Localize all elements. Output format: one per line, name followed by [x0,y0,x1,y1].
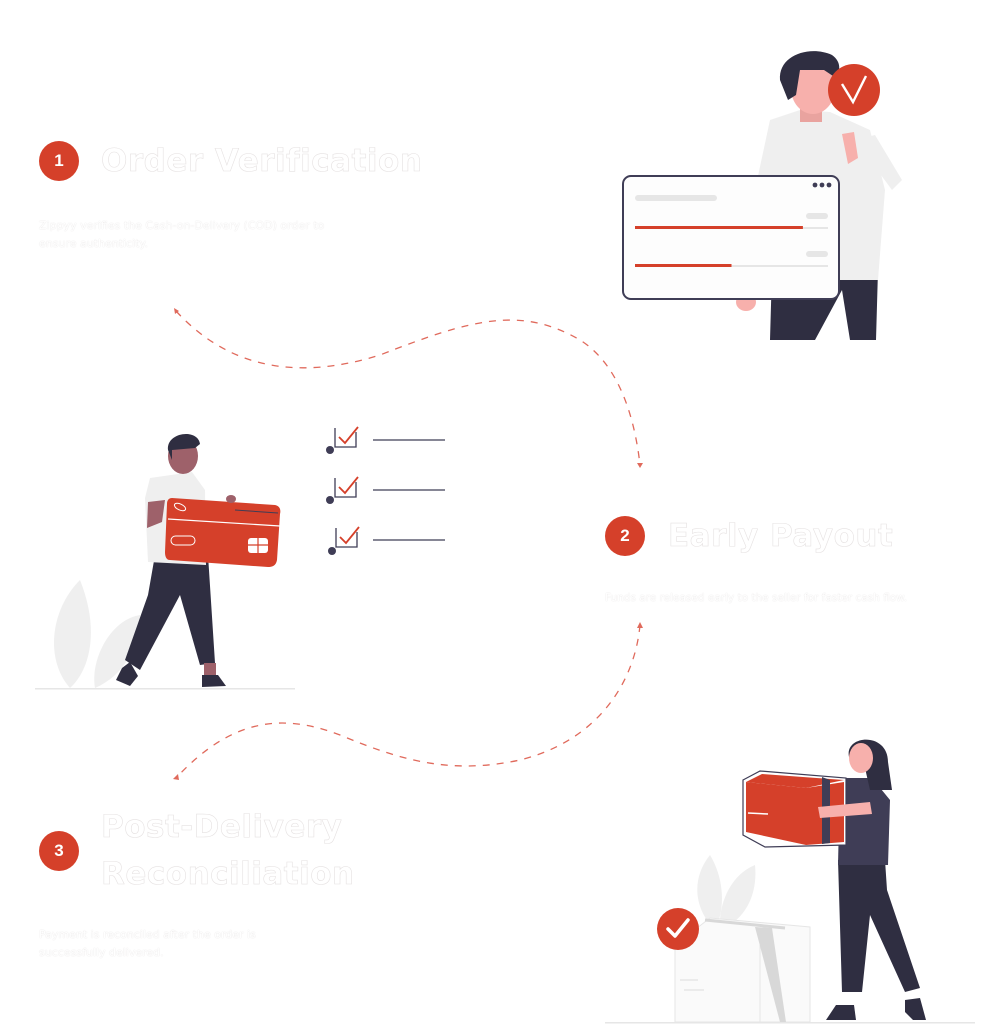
ground-line [605,1022,975,1024]
ground-line [35,688,295,690]
credit-card-icon [165,498,281,567]
verified-check-icon [828,64,880,116]
plant-leaf-right [94,615,140,688]
payout-illustration [35,426,445,690]
step-2-number: 2 [620,526,630,545]
step-2-title: Early Payout [668,518,894,555]
woman-shoe-right [905,998,926,1020]
step-3-title-line1: Post-Delivery [101,809,343,846]
step-1-description: Zippyy verifies the Cash-on-Delivery (CO… [39,219,325,250]
step-3-number: 3 [54,841,64,860]
progress-fill-2 [635,264,732,267]
man-ankle [204,663,216,675]
step-3-description: Payment is reconciled after the order is… [39,928,256,959]
man-arm [855,135,902,190]
checklist-item [326,476,445,504]
plant-leaf-left [53,580,91,688]
dashboard-label-1 [806,213,828,219]
step-2-badge: 2 [605,516,645,556]
reconciliation-illustration [605,739,975,1024]
woman-shirt [838,778,890,865]
delivered-check-icon [657,908,699,950]
man-pants [125,555,215,670]
dashboard-card [622,175,840,300]
man-hand-right [226,495,236,503]
arrow-head-bottom-end [173,774,179,780]
plant-leaf [697,855,722,930]
checklist-item [328,526,445,555]
window-dot [826,182,832,188]
check-icon [338,426,359,445]
step-1-number: 1 [54,151,64,170]
plant-leaf [719,865,756,930]
step-2-description: Funds are released early to the seller f… [605,592,908,604]
checklist-item [326,426,445,454]
man-face [791,62,835,114]
window-dot [819,182,825,188]
man-arm-left [147,500,165,528]
dashboard-label-2 [806,251,828,257]
man-hair [779,51,840,100]
delivered-box [674,917,811,1023]
man-hair [167,433,200,460]
checklist [326,426,445,555]
check-icon [339,526,360,545]
arrow-head-top-end [637,463,643,468]
verification-illustration [622,51,902,340]
dashboard-heading-bar [635,195,717,201]
woman-arm [818,802,872,818]
step-3-title-line2: Reconciliation [101,856,355,893]
woman-face [849,743,873,773]
check-mark [666,918,690,938]
check-icon [338,476,359,495]
arrow-head-bottom-start [637,622,643,628]
package-box-icon [742,770,847,848]
step-1-badge: 1 [39,141,79,181]
man-hand [842,132,858,164]
woman-shoe-left [826,1005,856,1020]
arrow-head-top-start [174,308,179,314]
step-1-title: Order Verification [101,143,423,180]
man-shoe-right [202,675,226,687]
man-shoe-left [116,662,138,686]
progress-fill-1 [635,226,803,229]
woman-pants [838,860,920,992]
check-mark [840,75,868,105]
step-3-badge: 3 [39,831,79,871]
window-dot [812,182,818,188]
